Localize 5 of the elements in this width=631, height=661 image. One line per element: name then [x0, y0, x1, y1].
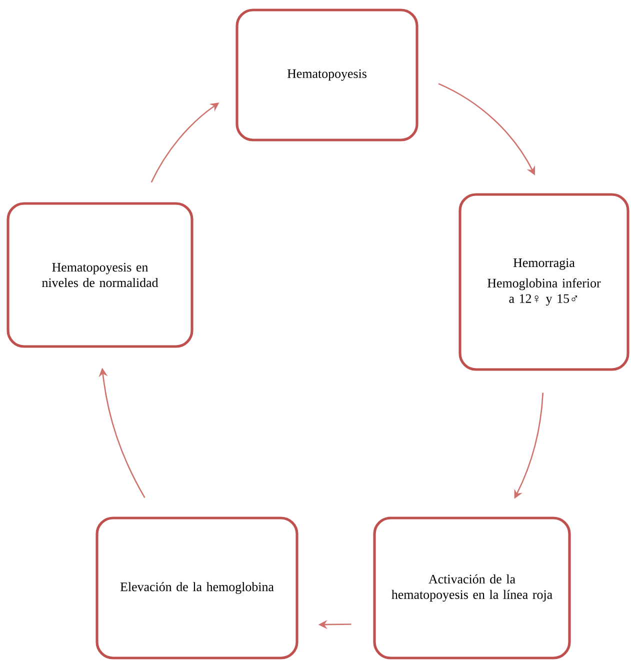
- process-box: Elevación de la hemoglobina: [96, 516, 298, 660]
- process-box: Hematopoyesis: [236, 8, 418, 142]
- process-box: Hemorragia Hemoglobina inferior a 12♀ y 15♂: [458, 193, 630, 371]
- process-box: Activación de la hematopoyesis en la línea roja: [373, 516, 571, 660]
- process-box: Hematopoyesis en niveles de normalidad: [6, 202, 194, 348]
